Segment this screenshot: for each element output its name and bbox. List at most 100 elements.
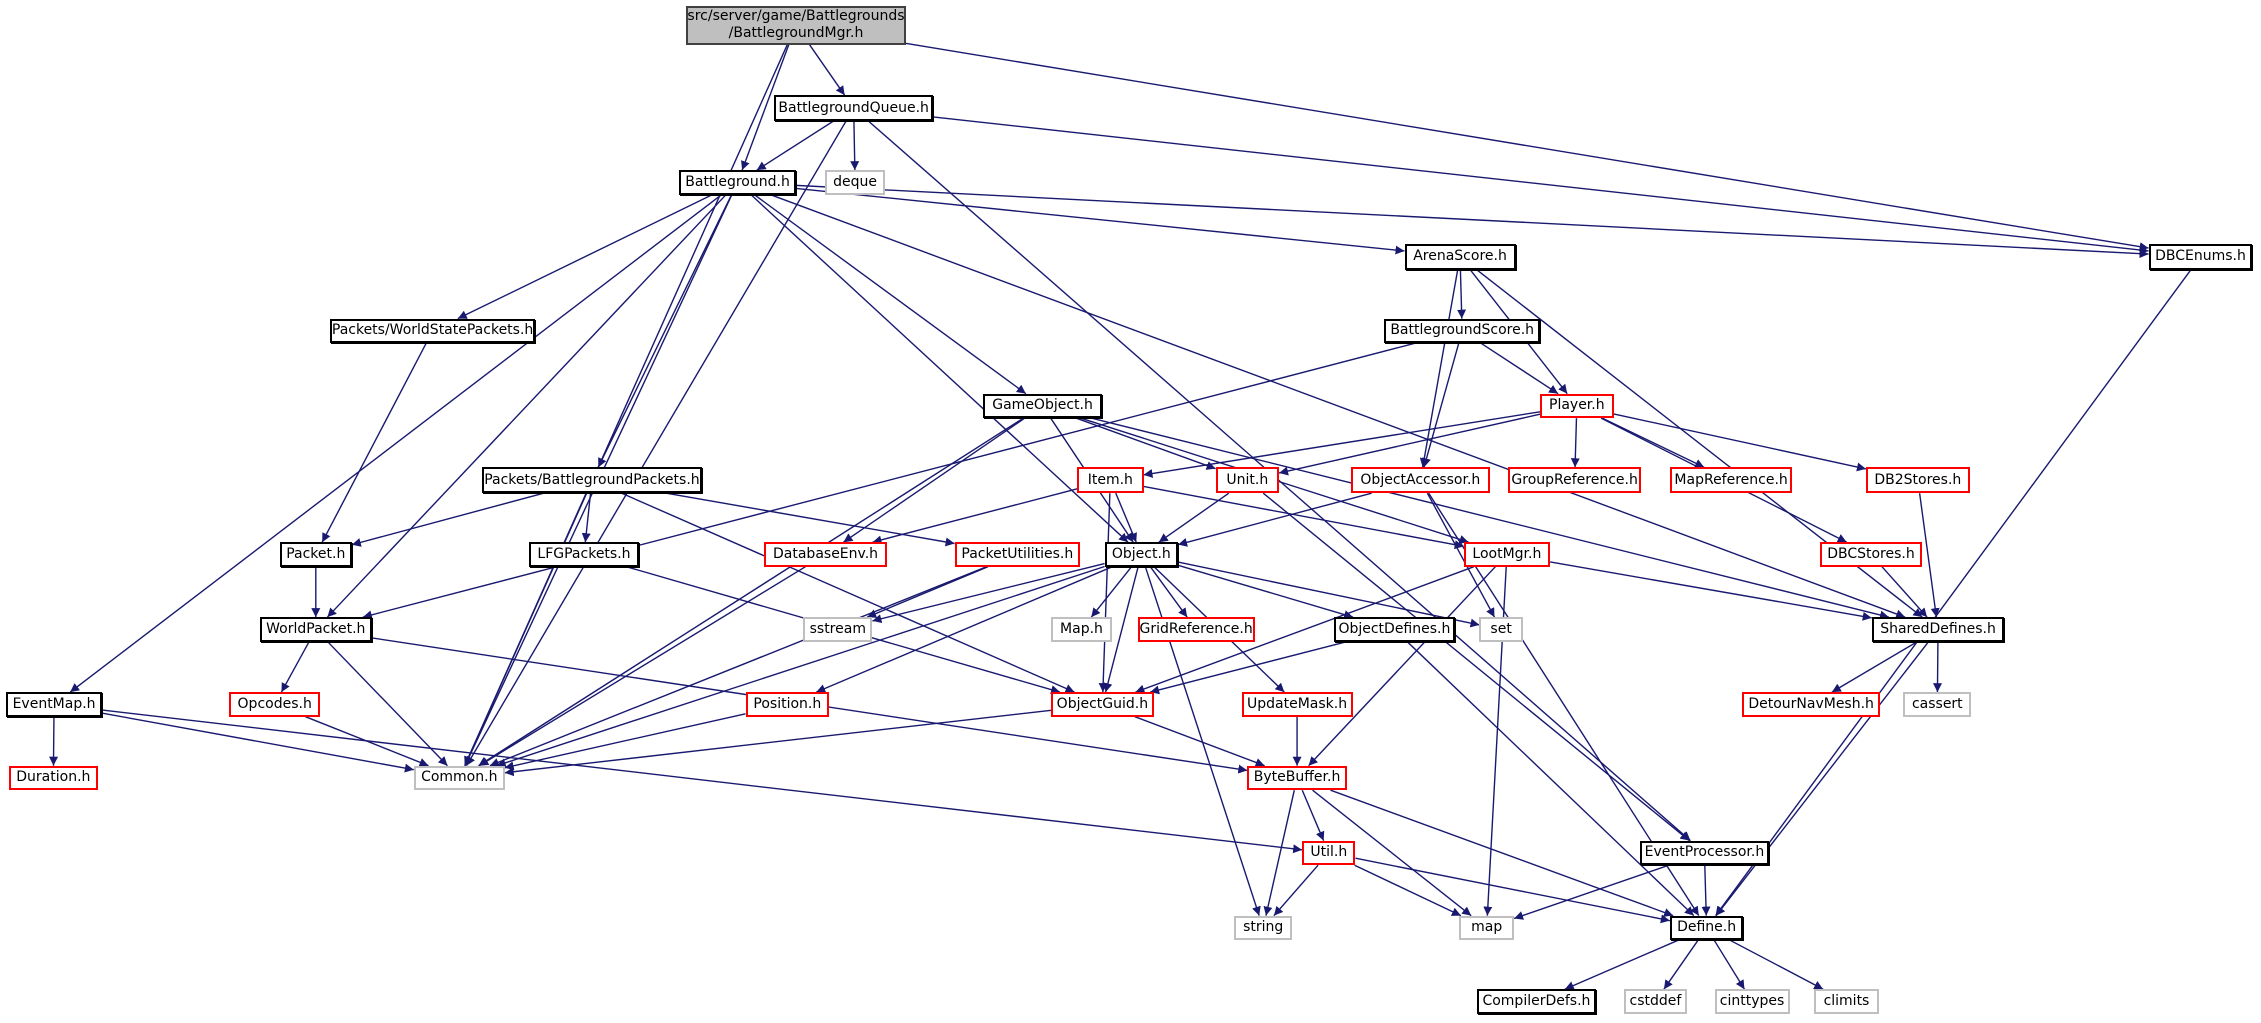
node-set[interactable]: set xyxy=(1479,617,1523,642)
edge-queue-to-evproc xyxy=(868,120,1691,842)
edge-object-to-sstream xyxy=(872,562,1105,624)
edge-define-to-compdefs xyxy=(1564,939,1679,990)
edge-shared-to-define xyxy=(1715,641,1930,917)
node-item[interactable]: Item.h xyxy=(1077,467,1144,494)
edge-putil-to-sstream xyxy=(866,566,989,618)
node-wsp[interactable]: Packets/WorldStatePackets.h xyxy=(330,318,535,344)
edge-bg-to-worldpacket xyxy=(326,194,727,618)
node-bgp[interactable]: Packets/BattlegroundPackets.h xyxy=(481,467,703,494)
edge-util-to-define xyxy=(1355,857,1670,924)
node-updmask[interactable]: UpdateMask.h xyxy=(1241,692,1353,717)
edge-player-to-groupref xyxy=(1570,418,1580,468)
edge-bg-to-wsp xyxy=(457,194,713,320)
node-cstddef[interactable]: cstddef xyxy=(1623,989,1688,1014)
edge-objdef-to-guid xyxy=(1149,641,1347,695)
edge-gameobj-to-unit xyxy=(1076,417,1216,470)
node-groupref[interactable]: GroupReference.h xyxy=(1508,467,1641,494)
edge-bg-to-dbcenums xyxy=(795,184,2149,259)
node-dbcstores[interactable]: DBCStores.h xyxy=(1819,542,1923,567)
node-common[interactable]: Common.h xyxy=(413,765,505,791)
node-objdef[interactable]: ObjectDefines.h xyxy=(1333,617,1455,642)
edge-util-to-string xyxy=(1273,864,1319,917)
node-dbcenums[interactable]: DBCEnums.h xyxy=(2148,243,2253,270)
edge-guid-to-bytebuf xyxy=(1134,716,1265,767)
node-mgr[interactable]: src/server/game/Battlegrounds /Battlegro… xyxy=(686,5,906,45)
node-gridref[interactable]: GridReference.h xyxy=(1137,617,1255,642)
node-loot[interactable]: LootMgr.h xyxy=(1463,542,1551,567)
node-arena[interactable]: ArenaScore.h xyxy=(1404,243,1516,270)
edge-define-to-cstddef xyxy=(1663,939,1699,990)
node-sstream[interactable]: sstream xyxy=(803,617,873,642)
edge-define-to-climits xyxy=(1729,939,1824,990)
node-bg[interactable]: Battleground.h xyxy=(679,170,796,195)
node-bytebuf[interactable]: ByteBuffer.h xyxy=(1247,765,1347,791)
node-bgscore[interactable]: BattlegroundScore.h xyxy=(1384,318,1541,344)
edge-guid-to-common xyxy=(504,709,1052,777)
edge-evproc-to-define xyxy=(1701,865,1711,916)
node-define[interactable]: Define.h xyxy=(1669,915,1744,941)
edge-loot-to-map xyxy=(1483,566,1507,916)
edge-dbcstores-to-shared xyxy=(1881,566,1928,618)
node-player[interactable]: Player.h xyxy=(1540,393,1614,419)
edge-bgp-to-common xyxy=(464,492,587,766)
node-util[interactable]: Util.h xyxy=(1302,840,1356,866)
edge-unit-to-evproc xyxy=(1262,492,1690,842)
edge-queue-to-dbcenums xyxy=(932,116,2149,255)
node-packet[interactable]: Packet.h xyxy=(279,542,352,567)
node-maph[interactable]: Map.h xyxy=(1051,617,1112,642)
node-gameobj[interactable]: GameObject.h xyxy=(983,393,1102,419)
edge-object-to-position xyxy=(815,566,1113,693)
node-putil[interactable]: PacketUtilities.h xyxy=(954,542,1081,567)
node-position[interactable]: Position.h xyxy=(745,692,830,717)
node-climits[interactable]: climits xyxy=(1814,989,1879,1014)
node-lfg[interactable]: LFGPackets.h xyxy=(529,542,639,567)
node-dbenv[interactable]: DatabaseEnv.h xyxy=(764,542,887,567)
edge-object-to-objdef xyxy=(1177,564,1354,619)
node-map[interactable]: map xyxy=(1459,915,1515,941)
edge-bgp-to-putil xyxy=(666,492,955,547)
edge-player-to-mapref xyxy=(1601,417,1705,468)
node-worldpacket[interactable]: WorldPacket.h xyxy=(259,617,373,642)
node-compdefs[interactable]: CompilerDefs.h xyxy=(1476,989,1597,1014)
node-eventmap[interactable]: EventMap.h xyxy=(5,692,103,717)
node-detour[interactable]: DetourNavMesh.h xyxy=(1741,692,1881,717)
edge-object-to-gridref xyxy=(1149,566,1188,618)
edge-bg-to-arena xyxy=(795,187,1405,255)
node-object[interactable]: Object.h xyxy=(1104,542,1179,567)
edge-util-to-map xyxy=(1354,864,1462,917)
edge-mgr-to-bg xyxy=(741,44,790,171)
edge-bytebuf-to-util xyxy=(1301,789,1325,841)
node-opcodes[interactable]: Opcodes.h xyxy=(229,692,321,717)
edge-loot-to-guid xyxy=(1135,566,1475,694)
edge-putil-to-common xyxy=(489,566,987,767)
node-evproc[interactable]: EventProcessor.h xyxy=(1639,840,1770,866)
edge-loot-to-shared xyxy=(1550,561,1872,621)
edge-bytebuf-to-define xyxy=(1330,789,1674,917)
node-cassert[interactable]: cassert xyxy=(1903,692,1972,717)
node-queue[interactable]: BattlegroundQueue.h xyxy=(774,95,933,122)
edge-loot-to-bytebuf xyxy=(1308,566,1496,767)
edge-bg-to-gameobj xyxy=(753,194,1027,395)
node-guid[interactable]: ObjectGuid.h xyxy=(1051,692,1154,717)
node-db2[interactable]: DB2Stores.h xyxy=(1865,467,1970,494)
edge-eventmap-to-util xyxy=(102,709,1303,854)
edge-gameobj-to-dbenv xyxy=(843,417,1026,543)
node-string[interactable]: string xyxy=(1234,915,1293,941)
node-shared[interactable]: SharedDefines.h xyxy=(1871,617,2005,642)
edge-objacc-to-object xyxy=(1177,492,1372,547)
edge-eventmap-to-common xyxy=(102,712,414,773)
node-deque[interactable]: deque xyxy=(824,170,886,195)
node-duration[interactable]: Duration.h xyxy=(8,765,99,791)
edge-opcodes-to-common xyxy=(305,716,429,767)
edge-player-to-item xyxy=(1143,411,1541,478)
node-objacc[interactable]: ObjectAccessor.h xyxy=(1351,467,1490,494)
edge-objdef-to-define xyxy=(1406,641,1695,917)
edge-position-to-common xyxy=(504,713,746,771)
node-cinttypes[interactable]: cinttypes xyxy=(1714,989,1790,1014)
edge-mgr-to-queue xyxy=(808,44,846,96)
edge-bgscore-to-objacc xyxy=(1422,343,1460,468)
node-unit[interactable]: Unit.h xyxy=(1215,467,1280,494)
edge-arena-to-objacc xyxy=(1419,269,1459,468)
node-mapref[interactable]: MapReference.h xyxy=(1669,467,1793,494)
edge-gameobj-to-common xyxy=(478,417,1024,767)
